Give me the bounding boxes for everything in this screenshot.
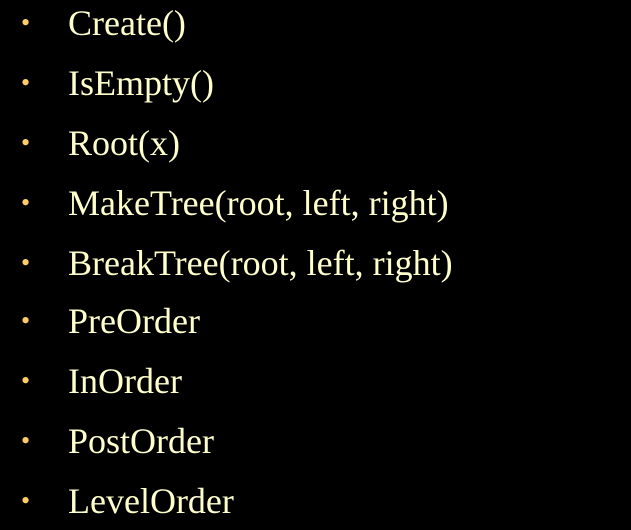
list-item: • BreakTree(root, left, right) — [0, 242, 631, 302]
bullet-icon: • — [21, 426, 31, 455]
bullet-icon: • — [21, 486, 31, 515]
list-item: • MakeTree(root, left, right) — [0, 182, 631, 242]
list-item: • PreOrder — [0, 300, 631, 360]
bullet-icon: • — [21, 366, 31, 395]
bullet-icon: • — [21, 68, 31, 97]
list-item: • Create() — [0, 2, 631, 62]
list-item-label: MakeTree(root, left, right) — [68, 183, 449, 223]
list-item: • Root(x) — [0, 122, 631, 182]
list-item: • PostOrder — [0, 420, 631, 480]
list-item-label: Root(x) — [68, 123, 180, 163]
list-item: • LevelOrder — [0, 480, 631, 530]
list-item-label: IsEmpty() — [68, 63, 214, 103]
bullet-icon: • — [21, 188, 31, 217]
list-item: • IsEmpty() — [0, 62, 631, 122]
list-item-label: PostOrder — [68, 421, 214, 461]
list-item-label: Create() — [68, 3, 186, 43]
bullet-icon: • — [21, 306, 31, 335]
list-item-label: InOrder — [68, 361, 182, 401]
bullet-icon: • — [21, 128, 31, 157]
list-item-label: LevelOrder — [68, 481, 234, 521]
list-item-label: BreakTree(root, left, right) — [68, 243, 453, 283]
bullet-icon: • — [21, 8, 31, 37]
list-item: • InOrder — [0, 360, 631, 420]
bullet-icon: • — [21, 248, 31, 277]
list-item-label: PreOrder — [68, 301, 200, 341]
